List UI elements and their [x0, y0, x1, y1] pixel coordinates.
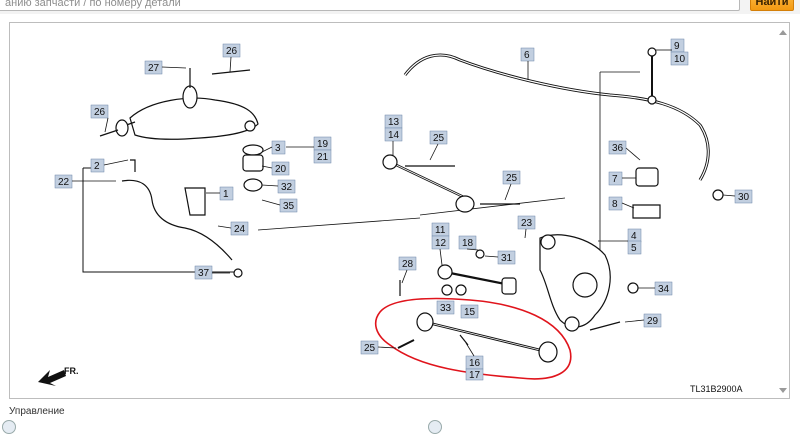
callout-23[interactable]: 23 — [521, 218, 533, 229]
callout-17[interactable]: 17 — [469, 370, 481, 381]
callout-18[interactable]: 18 — [462, 238, 474, 249]
search-button[interactable]: Найти — [750, 0, 794, 11]
callout-30[interactable]: 30 — [738, 192, 750, 203]
callout-29[interactable]: 29 — [647, 316, 659, 327]
callout-1[interactable]: 1 — [223, 189, 229, 200]
callout-13[interactable]: 13 — [388, 117, 400, 128]
callout-35[interactable]: 35 — [283, 201, 295, 212]
callout-31[interactable]: 31 — [501, 253, 513, 264]
callout-20[interactable]: 20 — [275, 164, 287, 175]
callout-11[interactable]: 11 — [435, 225, 446, 236]
highlight-circle — [374, 297, 572, 380]
callout-3[interactable]: 3 — [275, 143, 281, 154]
direction-label: FR. — [64, 366, 79, 376]
section-label: Управление — [9, 406, 65, 417]
callout-8[interactable]: 8 — [612, 199, 618, 210]
search-input[interactable] — [0, 0, 740, 11]
callout-labels: 26 27 26 2 22 1 24 37 3 19 20 21 32 35 6… — [54, 38, 753, 381]
callout-33[interactable]: 33 — [440, 303, 452, 314]
callout-25-middle[interactable]: 25 — [506, 173, 518, 184]
callout-26-top[interactable]: 26 — [226, 46, 238, 57]
callout-25-upper[interactable]: 25 — [433, 133, 445, 144]
globe-icon-right[interactable] — [428, 420, 442, 434]
callout-25-lower[interactable]: 25 — [364, 343, 376, 354]
callout-6[interactable]: 6 — [524, 50, 530, 61]
callout-21[interactable]: 21 — [317, 152, 329, 163]
callout-9[interactable]: 9 — [674, 41, 680, 52]
callout-7[interactable]: 7 — [612, 174, 618, 185]
callout-27[interactable]: 27 — [148, 63, 160, 74]
callout-4[interactable]: 4 — [631, 231, 637, 242]
globe-icon[interactable] — [2, 420, 16, 434]
callout-34[interactable]: 34 — [658, 284, 670, 295]
callout-19[interactable]: 19 — [317, 139, 329, 150]
callout-12[interactable]: 12 — [435, 238, 447, 249]
callout-16[interactable]: 16 — [469, 358, 481, 369]
callout-36[interactable]: 36 — [612, 143, 624, 154]
callout-26-left[interactable]: 26 — [94, 107, 106, 118]
callout-10[interactable]: 10 — [674, 54, 686, 65]
parts-drawing — [82, 47, 724, 363]
callout-5[interactable]: 5 — [631, 243, 637, 254]
callout-14[interactable]: 14 — [388, 130, 400, 141]
callout-22[interactable]: 22 — [58, 177, 70, 188]
scroll-up-arrow-icon[interactable] — [779, 30, 787, 35]
search-bar: Найти — [0, 0, 800, 14]
callout-15[interactable]: 15 — [464, 307, 476, 318]
callout-28[interactable]: 28 — [402, 259, 414, 270]
callout-32[interactable]: 32 — [281, 182, 293, 193]
diagram-code: TL31B2900A — [690, 384, 743, 394]
scroll-down-arrow-icon[interactable] — [779, 388, 787, 393]
front-direction-arrow-icon: FR. — [38, 366, 79, 386]
callout-37[interactable]: 37 — [198, 268, 210, 279]
callout-24[interactable]: 24 — [234, 224, 246, 235]
callout-2[interactable]: 2 — [94, 161, 100, 172]
callout-leaders — [72, 49, 736, 357]
